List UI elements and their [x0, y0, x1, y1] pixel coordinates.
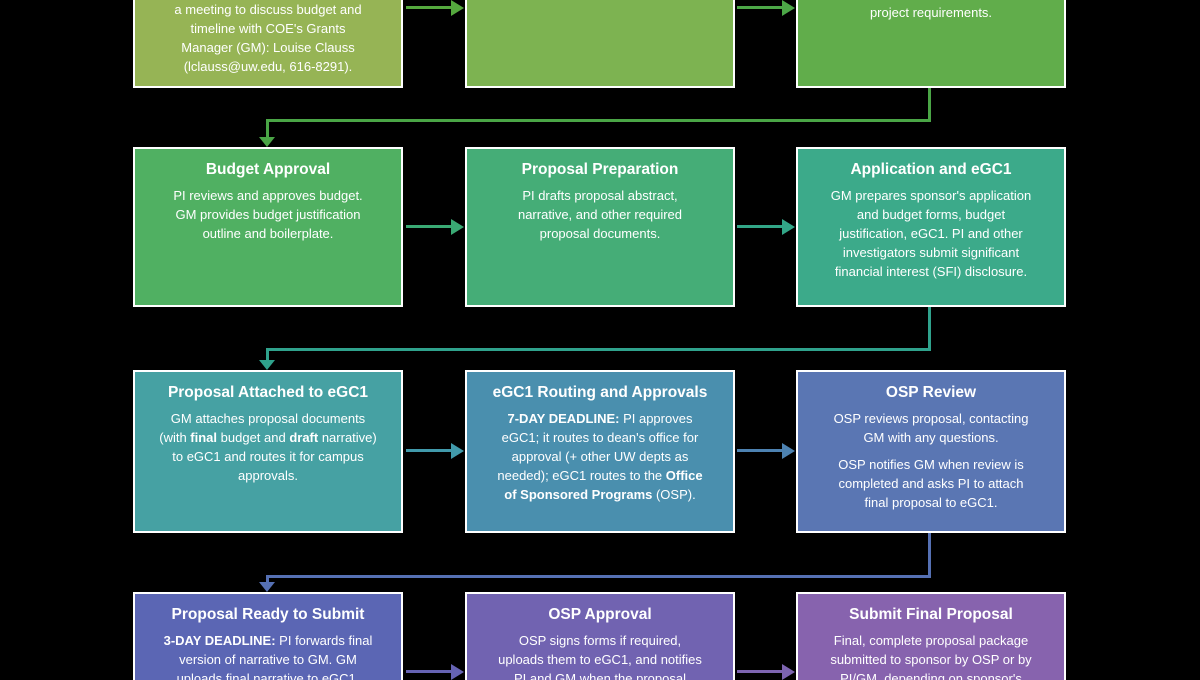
flow-box-egc1-routing-and-approvals: eGC1 Routing and Approvals 7-DAY DEADLIN… — [465, 370, 735, 533]
flow-box-application-and-egc1: Application and eGC1 GM prepares sponsor… — [796, 147, 1066, 307]
box-body: GM prepares sponsor's application and bu… — [830, 188, 1032, 279]
box-body: project requirements. — [869, 5, 993, 20]
arrow-head — [451, 664, 464, 680]
arrow-shaft — [737, 670, 782, 673]
box-title: OSP Approval — [548, 606, 652, 623]
flow-box-osp-review: OSP Review OSP reviews proposal, contact… — [796, 370, 1066, 533]
connector-segment — [266, 119, 269, 138]
arrow-down-icon — [259, 360, 275, 370]
arrow-shaft — [737, 6, 782, 9]
box-title: OSP Review — [885, 384, 977, 401]
connector-segment — [928, 307, 931, 351]
box-body: a meeting to discuss budget and timeline… — [174, 2, 362, 74]
box-body: GM attaches proposal documents (with fin… — [159, 411, 377, 483]
arrow-head — [451, 443, 464, 459]
box-body: OSP reviews proposal, contacting GM with… — [833, 411, 1029, 510]
box-body: 7-DAY DEADLINE: PI approves eGC1; it rou… — [497, 411, 703, 502]
arrow-shaft — [737, 449, 782, 452]
connector-segment — [266, 575, 269, 583]
arrow-down-icon — [259, 582, 275, 592]
box-title: Submit Final Proposal — [849, 606, 1013, 623]
flow-box-osp-approval: OSP Approval OSP signs forms if required… — [465, 592, 735, 680]
arrow-head — [782, 443, 795, 459]
box-body: PI reviews and approves budget. GM provi… — [173, 188, 363, 241]
box-body: PI drafts proposal abstract, narrative, … — [517, 188, 683, 241]
box-title: Proposal Ready to Submit — [171, 606, 365, 623]
arrow-shaft — [406, 6, 451, 9]
box-title: Application and eGC1 — [850, 161, 1012, 178]
flow-box-budget-approval: Budget Approval PI reviews and approves … — [133, 147, 403, 307]
connector-segment — [266, 119, 931, 122]
flow-box-proposal-preparation: Proposal Preparation PI drafts proposal … — [465, 147, 735, 307]
arrow-head — [782, 0, 795, 16]
arrow-head — [451, 0, 464, 16]
connector-segment — [928, 88, 931, 122]
arrow-head — [451, 219, 464, 235]
arrow-head — [782, 219, 795, 235]
flow-box-row1-col1: a meeting to discuss budget and timeline… — [133, 0, 403, 88]
arrow-shaft — [406, 670, 451, 673]
flow-box-row1-col3: project requirements. — [796, 0, 1066, 88]
box-title: Proposal Preparation — [521, 161, 679, 178]
connector-segment — [266, 348, 931, 351]
flow-box-proposal-ready-to-submit: Proposal Ready to Submit 3-DAY DEADLINE:… — [133, 592, 403, 680]
flow-box-proposal-attached-to-egc1: Proposal Attached to eGC1 GM attaches pr… — [133, 370, 403, 533]
box-title: Proposal Attached to eGC1 — [167, 384, 369, 401]
arrow-shaft — [406, 225, 451, 228]
box-body: 3-DAY DEADLINE: PI forwards final versio… — [163, 633, 373, 680]
arrow-head — [782, 664, 795, 680]
connector-segment — [266, 348, 269, 361]
connector-segment — [266, 575, 931, 578]
arrow-shaft — [406, 449, 451, 452]
box-body: Final, complete proposal package submitt… — [830, 633, 1032, 680]
box-title: Budget Approval — [205, 161, 331, 178]
flow-box-row1-col2 — [465, 0, 735, 88]
arrow-down-icon — [259, 137, 275, 147]
connector-segment — [928, 533, 931, 578]
flow-box-submit-final-proposal: Submit Final Proposal Final, complete pr… — [796, 592, 1066, 680]
box-title: eGC1 Routing and Approvals — [492, 384, 708, 401]
box-body: OSP signs forms if required, uploads the… — [498, 633, 702, 680]
arrow-shaft — [737, 225, 782, 228]
